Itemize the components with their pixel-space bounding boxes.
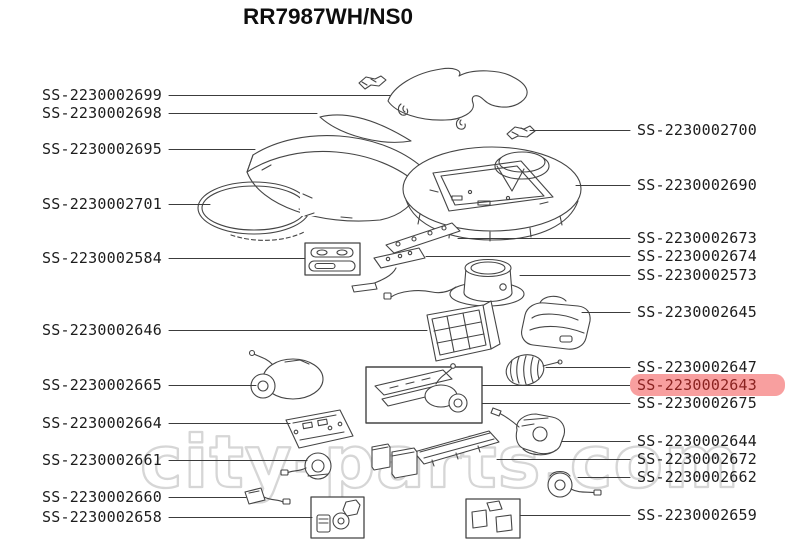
part-label-r11[interactable]: SS-2230002662	[637, 468, 757, 486]
parts-box-left-drawing	[310, 496, 365, 539]
button-bar-box-drawing	[304, 242, 361, 276]
top-clip-drawing	[358, 75, 387, 90]
part-label-r9[interactable]: SS-2230002644	[637, 432, 757, 450]
gasket-ring-drawing	[197, 181, 318, 241]
part-label-r12[interactable]: SS-2230002659	[637, 506, 757, 524]
dustbin-drawing	[521, 295, 591, 350]
part-label-l0[interactable]: SS-2230002699	[42, 86, 162, 104]
part-label-r1[interactable]: SS-2230002690	[637, 176, 757, 194]
bumper-sensor-drawing	[244, 487, 291, 505]
roller-wheel-drawing	[505, 354, 563, 386]
part-label-l5[interactable]: SS-2230002646	[42, 321, 162, 339]
part-label-r4[interactable]: SS-2230002573	[637, 266, 757, 284]
filter-drawing	[426, 300, 501, 362]
fan-motor-drawing	[449, 258, 525, 307]
part-label-l6[interactable]: SS-2230002665	[42, 376, 162, 394]
main-pcb-drawing	[285, 409, 354, 449]
leader-lines	[168, 94, 631, 519]
main-body-drawing	[402, 146, 582, 242]
sensor-pcb-drawing	[351, 247, 457, 300]
parts-box-right-drawing	[465, 498, 521, 539]
small-motor-drawing	[280, 452, 332, 480]
part-label-r3[interactable]: SS-2230002674	[637, 247, 757, 265]
top-clip-right-drawing	[506, 125, 536, 140]
part-label-l8[interactable]: SS-2230002661	[42, 451, 162, 469]
part-label-l10[interactable]: SS-2230002658	[42, 508, 162, 526]
part-label-r2[interactable]: SS-2230002673	[637, 229, 757, 247]
part-label-r5[interactable]: SS-2230002645	[637, 303, 757, 321]
bottom-pcb-strip-drawing	[385, 222, 461, 254]
part-label-r7[interactable]: SS-2230002643	[630, 374, 785, 396]
part-label-l1[interactable]: SS-2230002698	[42, 104, 162, 122]
wheel-module-drawing	[490, 407, 566, 456]
page-title: RR7987WH/NS0	[243, 4, 414, 29]
part-label-r0[interactable]: SS-2230002700	[637, 121, 757, 139]
watermark: city-parts.com	[140, 420, 740, 504]
caster-wheel-drawing	[547, 470, 602, 498]
side-brush-motor-drawing	[248, 349, 324, 400]
part-label-l2[interactable]: SS-2230002695	[42, 140, 162, 158]
chassis-strip-drawing	[413, 430, 500, 467]
top-cover-drawing	[387, 67, 528, 130]
brush-roller-box-drawing	[365, 363, 483, 424]
bumper-blade-drawing	[319, 114, 412, 143]
part-label-r8[interactable]: SS-2230002675	[637, 394, 757, 412]
part-label-r6[interactable]: SS-2230002647	[637, 358, 757, 376]
part-label-l3[interactable]: SS-2230002701	[42, 195, 162, 213]
part-label-l4[interactable]: SS-2230002584	[42, 249, 162, 267]
part-label-l7[interactable]: SS-2230002664	[42, 414, 162, 432]
part-label-r10[interactable]: SS-2230002672	[637, 450, 757, 468]
bumper-band-drawing	[246, 135, 424, 222]
part-label-l9[interactable]: SS-2230002660	[42, 488, 162, 506]
dust-cups-drawing	[371, 443, 418, 479]
